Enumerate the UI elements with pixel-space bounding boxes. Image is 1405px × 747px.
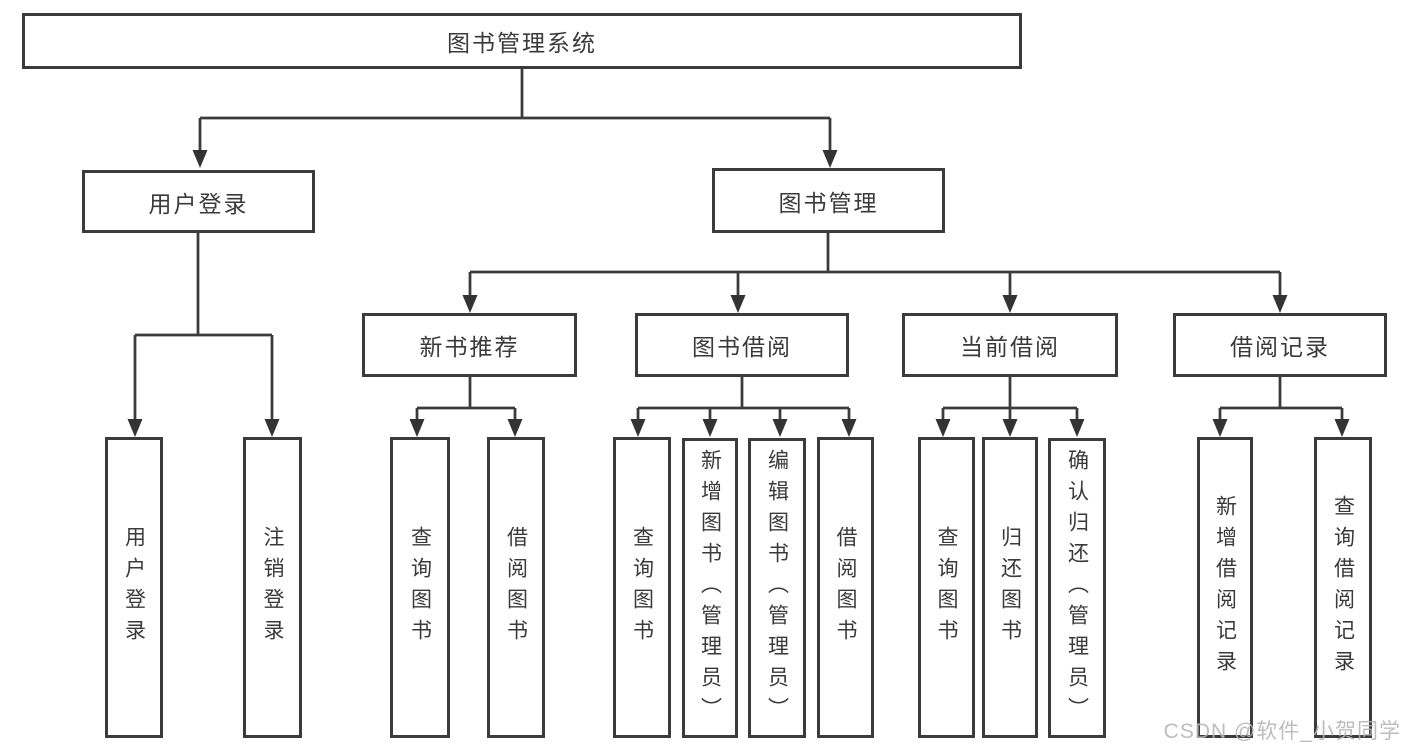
leaf-edit-book-admin-label: 编辑图书（管理员）	[765, 448, 789, 728]
leaf-query-books-current-label: 查询图书	[935, 525, 958, 650]
leaf-borrow-books-recommendation-label: 借阅图书	[504, 525, 528, 650]
leaf-query-books-borrowing: 查询图书	[613, 437, 671, 738]
node-new-book-recommendation: 新书推荐	[362, 313, 577, 377]
leaf-borrow-books-recommendation: 借阅图书	[487, 437, 545, 738]
arrowheads	[127, 150, 1350, 437]
node-borrowing-records: 借阅记录	[1173, 313, 1387, 377]
node-book-management: 图书管理	[712, 168, 945, 233]
leaf-add-borrow-record: 新增借阅记录	[1197, 437, 1253, 738]
leaf-add-borrow-record-label: 新增借阅记录	[1213, 494, 1237, 681]
node-current-borrowing: 当前借阅	[902, 313, 1118, 377]
leaf-logout-label: 注销登录	[261, 525, 284, 650]
node-book-management-label: 图书管理	[778, 189, 879, 216]
node-new-book-recommendation-label: 新书推荐	[419, 334, 520, 360]
leaf-query-books-borrowing-label: 查询图书	[630, 525, 654, 650]
leaf-query-borrow-record: 查询借阅记录	[1314, 437, 1372, 738]
node-borrowing-records-label: 借阅记录	[1230, 334, 1330, 360]
leaf-return-books: 归还图书	[982, 437, 1038, 738]
node-current-borrowing-label: 当前借阅	[960, 334, 1060, 360]
node-root-label: 图书管理系统	[447, 30, 597, 56]
leaf-edit-book-admin: 编辑图书（管理员）	[748, 438, 806, 738]
leaf-confirm-return-admin-label: 确认归还（管理员）	[1065, 448, 1089, 728]
leaf-add-book-admin: 新增图书（管理员）	[682, 438, 738, 738]
leaf-borrow-books-borrowing: 借阅图书	[817, 437, 874, 738]
node-user-login-label: 用户登录	[148, 190, 249, 217]
node-user-login: 用户登录	[82, 170, 315, 233]
leaf-user-login-label: 用户登录	[122, 525, 146, 650]
leaf-add-book-admin-label: 新增图书（管理员）	[698, 448, 722, 728]
leaf-return-books-label: 归还图书	[998, 525, 1022, 650]
leaf-query-borrow-record-label: 查询借阅记录	[1331, 494, 1355, 681]
node-book-borrowing: 图书借阅	[635, 313, 849, 377]
leaf-logout: 注销登录	[243, 437, 302, 738]
node-root: 图书管理系统	[22, 13, 1022, 69]
leaf-user-login: 用户登录	[105, 437, 163, 738]
node-book-borrowing-label: 图书借阅	[692, 334, 792, 360]
csdn-watermark: CSDN @软件_小贺同学	[1163, 720, 1401, 743]
leaf-query-books-current: 查询图书	[918, 437, 975, 738]
leaf-borrow-books-borrowing-label: 借阅图书	[834, 525, 857, 650]
leaf-query-books-recommendation-label: 查询图书	[408, 525, 432, 650]
leaf-confirm-return-admin: 确认归还（管理员）	[1048, 438, 1106, 738]
leaf-query-books-recommendation: 查询图书	[390, 437, 450, 738]
